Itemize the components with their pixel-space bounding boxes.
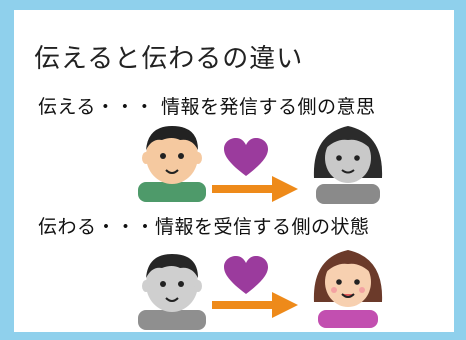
arrow-right-icon bbox=[212, 292, 298, 318]
definition-receive: 伝わる・・・情報を受信する側の状態 bbox=[38, 216, 370, 238]
definition-send: 伝える・・・ 情報を発信する側の意思 bbox=[38, 96, 376, 118]
boy-icon bbox=[132, 248, 212, 330]
arrow-right-icon bbox=[212, 176, 298, 202]
boy-icon bbox=[132, 120, 212, 202]
heart-icon bbox=[224, 256, 268, 296]
slide: 伝えると伝わるの違い 伝える・・・ 情報を発信する側の意思 bbox=[10, 10, 454, 332]
girl-icon bbox=[308, 238, 388, 328]
heart-icon bbox=[224, 138, 268, 178]
girl-icon bbox=[308, 114, 388, 204]
slide-title: 伝えると伝わるの違い bbox=[34, 44, 304, 74]
